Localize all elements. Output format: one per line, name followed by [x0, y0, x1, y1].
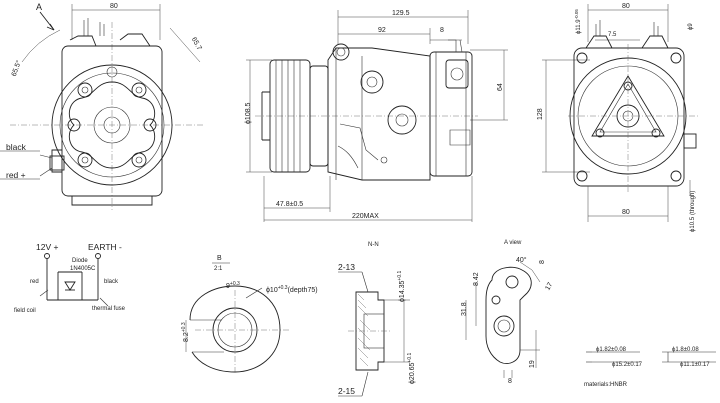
wiring-label-black: black	[104, 279, 119, 285]
side-dim-64: 64	[497, 83, 504, 91]
view-a-dim-17: 17	[544, 281, 554, 291]
view-a-title: A view	[504, 240, 522, 246]
rear-dim-11: ϕ11.9-0.05	[574, 9, 582, 34]
view-a-dim-8-42: 8.42	[473, 272, 480, 286]
rear-dim-80-top: 80	[622, 3, 630, 10]
oring-left-cross: ϕ1.82±0.08	[596, 347, 627, 353]
front-dim-angle-left: 65.5°	[10, 59, 23, 77]
wiring-label-diode: Diode	[72, 258, 88, 264]
oring-material: materials:HNBR	[584, 382, 628, 388]
wiring-label-12v: 12V +	[36, 242, 58, 252]
wire-label-black: black	[6, 142, 27, 152]
view-arrow-label: A	[36, 2, 42, 12]
section-nn: N-N 2-13 ϕ14.35+0.1 ϕ20.65+0.1 2-15	[338, 242, 416, 397]
view-a-dim-8-top: 8	[539, 260, 546, 264]
view-a: A view 40° 8 17 8.42 31.8 19 8	[461, 240, 554, 385]
detail-b-dim-hole: ϕ10+0.3(depth75)	[266, 285, 318, 294]
wiring-label-field-coil: field coil	[14, 308, 36, 314]
wiring-label-red: red	[30, 279, 39, 285]
view-a-dim-31-8: 31.8	[461, 302, 468, 316]
wiring-diagram: 12V + EARTH - Diode 1N4005C red black fi…	[14, 242, 126, 314]
view-a-dim-19: 19	[529, 360, 536, 368]
side-dim-overall: 129.5	[392, 10, 410, 17]
view-a-dim-8-bottom: 8	[508, 378, 512, 385]
rear-dim-9: ϕ9	[688, 23, 694, 30]
wire-label-red: red +	[6, 170, 26, 180]
section-nn-title: N-N	[368, 242, 379, 248]
detail-b-dim-8-2: 8.2+0.3	[181, 322, 190, 342]
section-dim-14: ϕ14.35+0.1	[397, 270, 406, 302]
side-dim-diameter: ϕ108.5	[245, 102, 252, 124]
front-dim-width: 80	[110, 3, 118, 10]
side-view: 129.5 92 8 64 ϕ108.5	[245, 10, 508, 222]
front-dim-angle-right: 65.7	[190, 36, 203, 51]
detail-b: B 2:1 9+0.3 ϕ10+0.3(depth75) 8.2+0.3	[181, 255, 318, 373]
side-dim-47: 47.8±0.5	[276, 201, 303, 208]
side-dim-92: 92	[378, 27, 386, 34]
oring-right-cross: ϕ1.8±0.08	[672, 347, 699, 353]
rear-view: 80 ϕ11.9-0.05 7.5 ϕ9 128 80 ϕ10.5(throug…	[537, 3, 700, 232]
oring-left-inner: ϕ15.2±0.17	[612, 362, 643, 368]
wiring-label-thermal-fuse: thermal fuse	[92, 306, 126, 312]
detail-b-section: B	[217, 255, 222, 262]
oring-right-inner: ϕ11.1±0.17	[680, 362, 710, 368]
view-a-dim-40: 40°	[516, 256, 527, 264]
oring-specs: ϕ1.82±0.08 ϕ15.2±0.17 ϕ1.8±0.08 ϕ11.1±0.…	[584, 347, 716, 388]
detail-b-scale: 2:1	[214, 266, 223, 272]
section-dim-20: ϕ20.65+0.1	[407, 352, 416, 384]
detail-b-dim-9: 9+0.3	[226, 281, 240, 290]
wiring-label-diode-code: 1N4005C	[70, 266, 96, 272]
rear-dim-through: ϕ10.5(through)	[690, 191, 696, 232]
section-dim-2-15: 2-15	[338, 386, 355, 396]
wiring-label-earth: EARTH -	[88, 242, 122, 252]
rear-dim-128: 128	[537, 108, 544, 120]
side-dim-220: 220MAX	[352, 213, 379, 220]
rear-dim-7-5: 7.5	[608, 32, 617, 38]
section-dim-2-13: 2-13	[338, 262, 355, 272]
side-dim-8: 8	[440, 27, 444, 34]
rear-dim-80-bottom: 80	[622, 209, 630, 216]
front-view: A 80 65.5° 65.7	[0, 2, 205, 210]
